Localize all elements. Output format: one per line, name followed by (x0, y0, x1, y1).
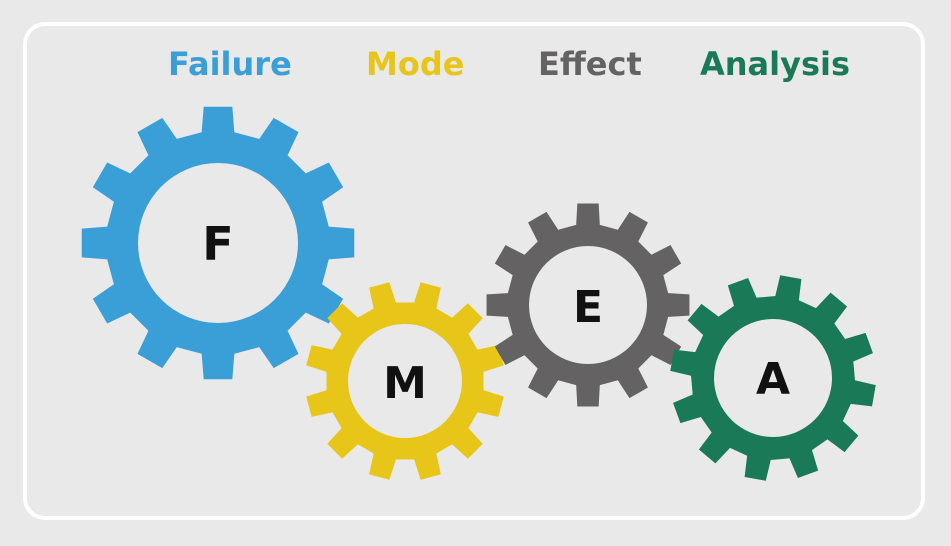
title-word-mode: Mode (366, 45, 465, 83)
diagram-frame (23, 22, 925, 520)
gear-a: A (670, 275, 876, 481)
gear-a-shape (670, 275, 876, 481)
title-word-effect: Effect (538, 45, 642, 83)
gear-e: E (486, 203, 690, 407)
gear-a-letter: A (756, 354, 790, 405)
gear-e-shape (486, 203, 690, 407)
gear-f-letter: F (202, 217, 233, 271)
gear-e-letter: E (573, 282, 603, 333)
gear-m: M (306, 282, 504, 480)
gear-f: F (81, 106, 355, 380)
title-word-failure: Failure (168, 45, 292, 83)
title-word-analysis: Analysis (700, 45, 851, 83)
gear-m-letter: M (383, 358, 427, 409)
gear-m-shape (306, 282, 504, 480)
gear-f-shape (81, 106, 355, 380)
